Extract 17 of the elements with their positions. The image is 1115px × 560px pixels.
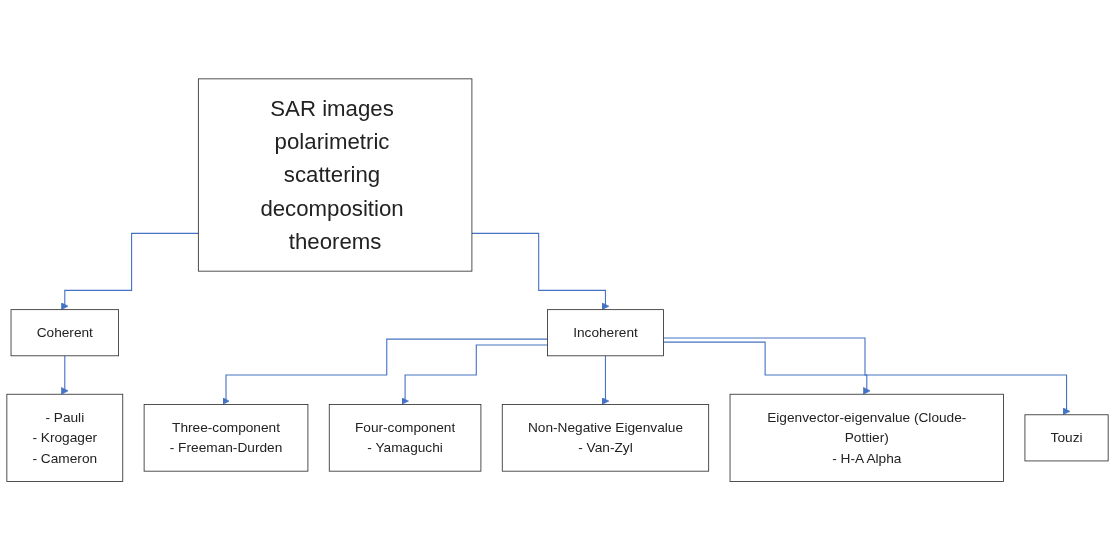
node-box: Touzi xyxy=(1024,414,1109,462)
node-box: - Pauli - Krogager - Cameron xyxy=(6,393,124,482)
arrow xyxy=(662,337,1071,415)
arrow xyxy=(61,355,69,395)
node-box: Eigenvector-eigenvalue (Cloude-Pottier) - H-A Alpha xyxy=(729,393,1004,482)
node-box: SAR images polarimetric scattering decomposition theorems xyxy=(197,78,473,272)
node-box: Incoherent xyxy=(547,309,664,357)
node-box: Four-component - Yamaguchi xyxy=(328,403,482,472)
node-box: Three-component - Freeman-Durden xyxy=(143,403,309,472)
arrow xyxy=(222,338,549,405)
arrow xyxy=(471,232,610,310)
arrow xyxy=(61,232,199,310)
node-box: Non-Negative Eigenvalue - Van-Zyl xyxy=(501,403,710,472)
node-box: Coherent xyxy=(10,309,119,357)
arrow xyxy=(401,344,549,405)
arrow xyxy=(601,355,610,405)
arrow xyxy=(662,341,871,395)
